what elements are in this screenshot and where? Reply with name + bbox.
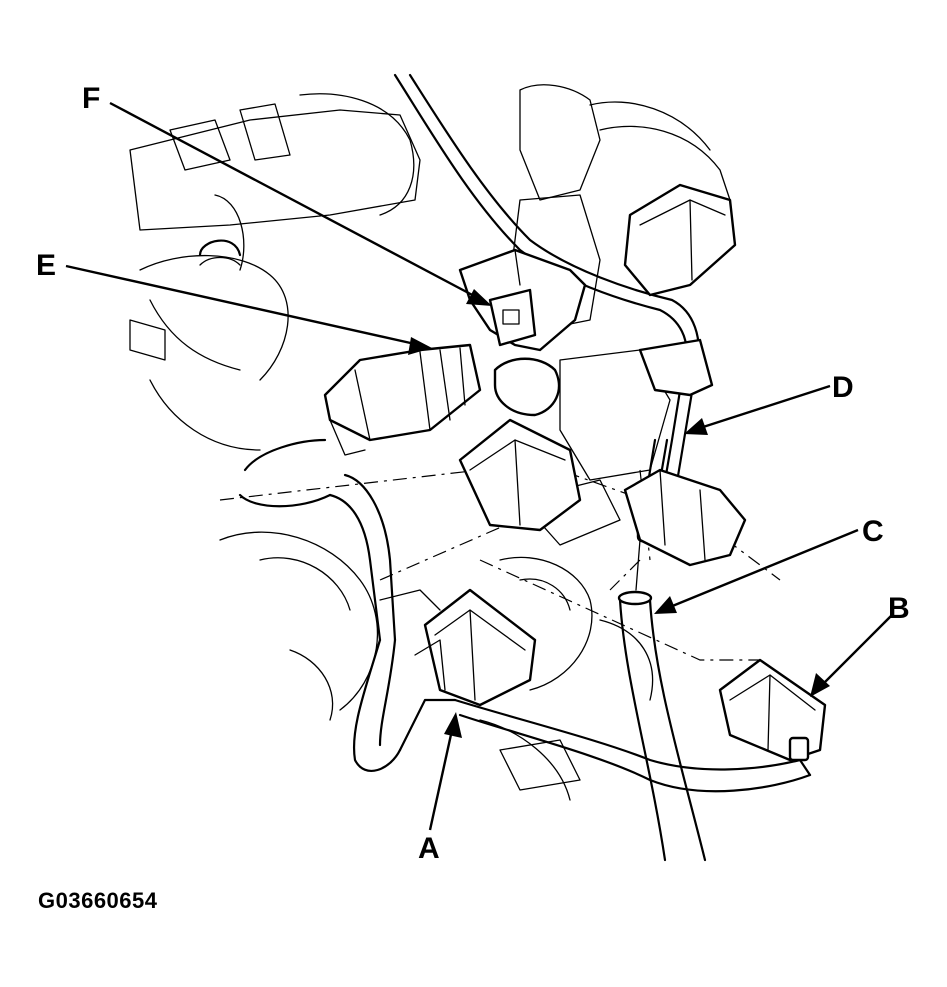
figure-id: G03660654	[38, 888, 158, 913]
engine-background	[129, 84, 781, 801]
callout-b: B	[888, 592, 910, 625]
leader-arrows	[65, 101, 894, 831]
callout-e: E	[36, 249, 56, 282]
breather-hose	[617, 539, 707, 862]
callout-f: F	[82, 82, 100, 115]
callout-a: A	[418, 832, 440, 865]
connector-a	[414, 588, 537, 707]
sensor-center	[458, 357, 582, 532]
connector-f-bracket	[458, 248, 587, 352]
connector-e	[323, 343, 482, 456]
callout-c: C	[862, 515, 884, 548]
callout-d: D	[832, 371, 854, 404]
connector-top-right	[589, 101, 737, 297]
connector-right-mid	[623, 338, 747, 567]
connector-b	[718, 658, 827, 762]
